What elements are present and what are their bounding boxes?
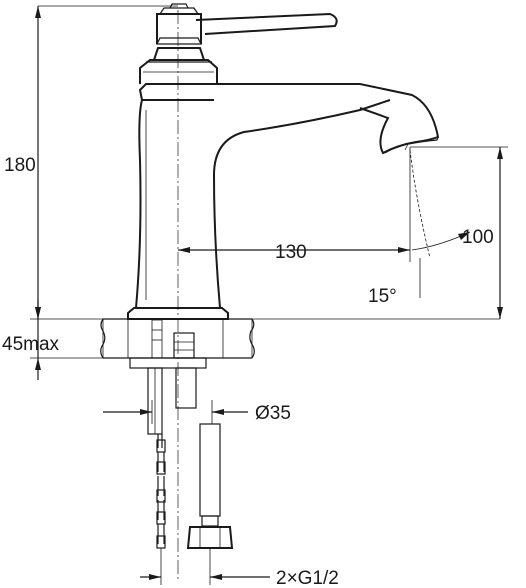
under-deck-fittings — [129, 319, 234, 549]
spout-reach-dimension — [178, 147, 411, 262]
body-diameter-label: Ø35 — [255, 403, 291, 424]
connections-label: 2×G1/2 — [276, 568, 339, 588]
spout-reach-label: 130 — [275, 242, 307, 263]
faucet-body — [127, 3, 440, 320]
connections-dimension — [140, 548, 270, 585]
deck-thickness-label: 45max — [2, 334, 60, 355]
spout-angle-dimension — [409, 149, 471, 298]
spout-height-label: 100 — [462, 227, 494, 248]
body-diameter-dimension — [103, 400, 248, 424]
spout-height-dimension — [410, 146, 508, 319]
deck-thickness-dimension — [30, 300, 103, 380]
height-total-label: 180 — [4, 155, 36, 176]
spout-angle-label: 15° — [368, 286, 397, 307]
countertop — [100, 318, 255, 359]
